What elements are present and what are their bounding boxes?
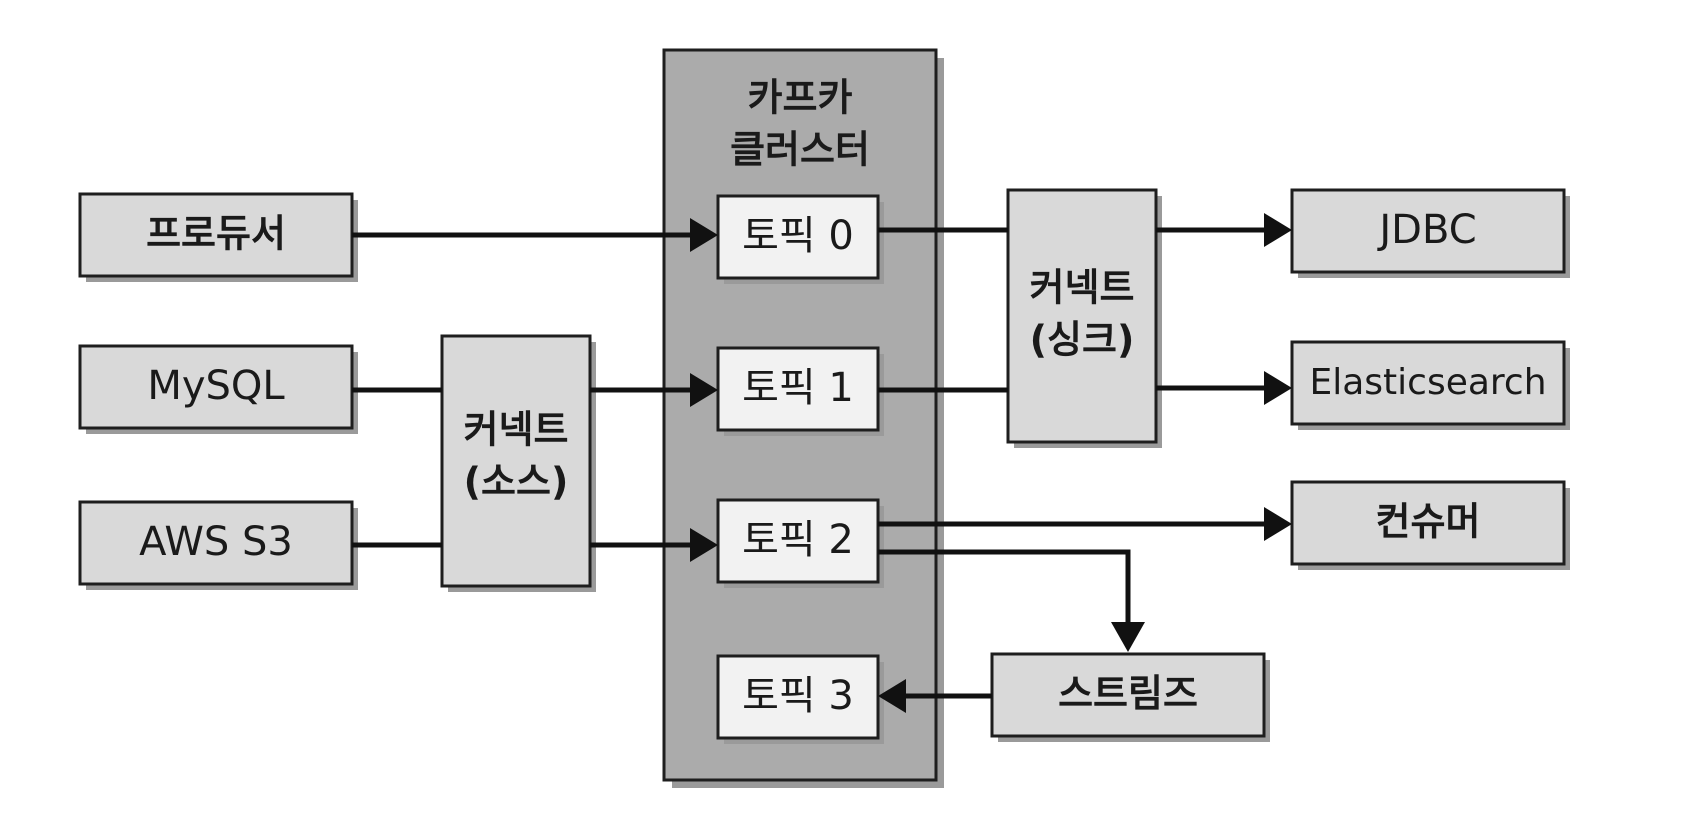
arrow-connect-source-to-topic1 (590, 373, 718, 407)
arrow-streams-to-topic3 (878, 679, 992, 713)
streams-box[interactable]: 스트림즈 (990, 652, 1270, 742)
arrow-connect-sink-to-jdbc (1156, 213, 1292, 247)
connect-source-line1: 커넥트 (464, 408, 569, 452)
producer-box[interactable]: 프로듀서 (78, 192, 358, 282)
topic-0[interactable]: 토픽 0 (716, 194, 884, 284)
mysql-label: MySQL (147, 363, 285, 409)
mysql-box[interactable]: MySQL (78, 344, 358, 434)
topic-2-label: 토픽 2 (742, 517, 854, 563)
cluster-title-line2: 클러스터 (730, 128, 870, 172)
connect-source-line2: (소스) (464, 460, 569, 504)
streams-label: 스트림즈 (1058, 672, 1198, 716)
topic-0-label: 토픽 0 (742, 213, 854, 259)
arrow-connect-sink-to-elasticsearch (1156, 371, 1292, 405)
topic-2[interactable]: 토픽 2 (716, 498, 884, 588)
topic-3-label: 토픽 3 (742, 673, 854, 719)
topic-1-label: 토픽 1 (742, 365, 854, 411)
connect-sink-line2: (싱크) (1030, 318, 1135, 362)
arrow-connect-source-to-topic2 (590, 528, 718, 562)
arrow-producer-to-topic0 (352, 218, 718, 252)
connect-sink-line1: 커넥트 (1030, 266, 1135, 310)
arrow-topic2-to-consumer (878, 507, 1292, 541)
producer-label: 프로듀서 (146, 212, 286, 256)
jdbc-label: JDBC (1376, 207, 1476, 253)
arrow-topic2-to-streams (878, 549, 1145, 652)
topic-1[interactable]: 토픽 1 (716, 346, 884, 436)
connect-sink-box[interactable]: 커넥트 (싱크) (1006, 188, 1162, 448)
consumer-label: 컨슈머 (1376, 500, 1481, 544)
jdbc-box[interactable]: JDBC (1290, 188, 1570, 278)
topic-3[interactable]: 토픽 3 (716, 654, 884, 744)
elasticsearch-label: Elasticsearch (1309, 362, 1546, 403)
aws-s3-box[interactable]: AWS S3 (78, 500, 358, 590)
connect-source-box[interactable]: 커넥트 (소스) (440, 334, 596, 592)
cluster-title-line1: 카프카 (748, 76, 853, 120)
consumer-box[interactable]: 컨슈머 (1290, 480, 1570, 570)
elasticsearch-box[interactable]: Elasticsearch (1290, 340, 1570, 430)
aws-s3-label: AWS S3 (139, 519, 293, 565)
